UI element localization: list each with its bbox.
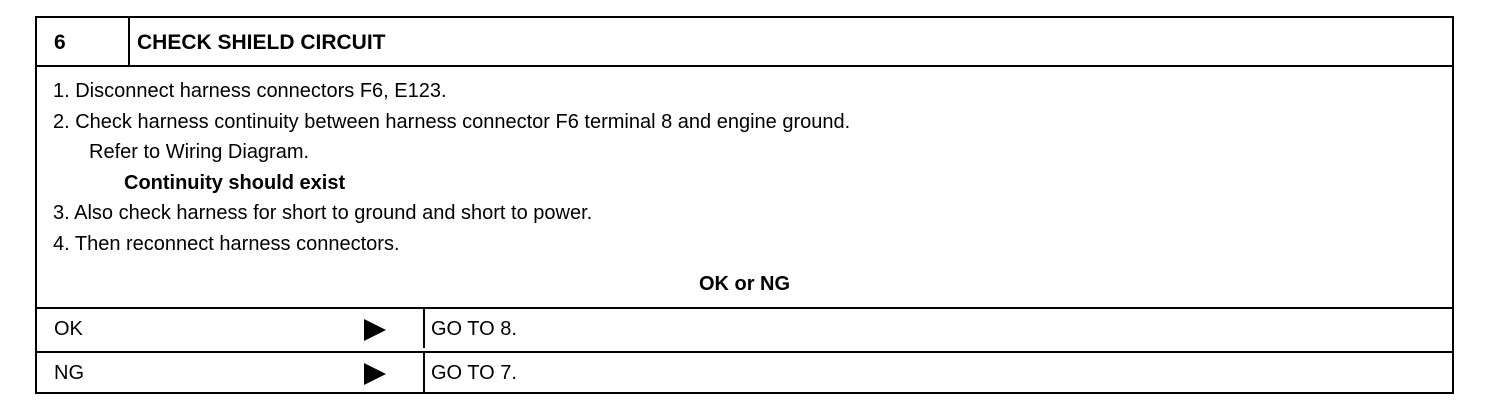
instruction-item-4: 4. Then reconnect harness connectors. [53,232,400,255]
result-prompt: OK or NG [698,273,791,295]
step-number: 6 [37,18,130,65]
result-row-ng: NG GO TO 7. [37,351,1452,394]
triangle-right-icon [364,319,386,341]
triangle-right-icon [364,363,386,385]
instruction-item-2-note: Refer to Wiring Diagram. [89,141,310,164]
procedure-box: 6 CHECK SHIELD CIRCUIT 1. Disconnect har… [35,16,1454,394]
step-title: CHECK SHIELD CIRCUIT [137,31,386,54]
instruction-item-1: 1. Disconnect harness connectors F6, E12… [53,80,447,102]
result-row-ok: OK GO TO 8. [37,307,1452,348]
result-action-ok: GO TO 8. [423,309,517,348]
instruction-item-2: 2. Check harness continuity between harn… [53,110,851,133]
instruction-list: 1. Disconnect harness connectors F6, E12… [53,76,850,260]
result-label-ok: OK [54,318,83,340]
result-action-ng: GO TO 7. [423,353,517,394]
instruction-expected-result: Continuity should exist [124,171,346,194]
step-header: 6 CHECK SHIELD CIRCUIT [37,18,1452,67]
result-label-ng: NG [54,362,84,384]
instruction-item-3: 3. Also check harness for short to groun… [53,202,593,225]
